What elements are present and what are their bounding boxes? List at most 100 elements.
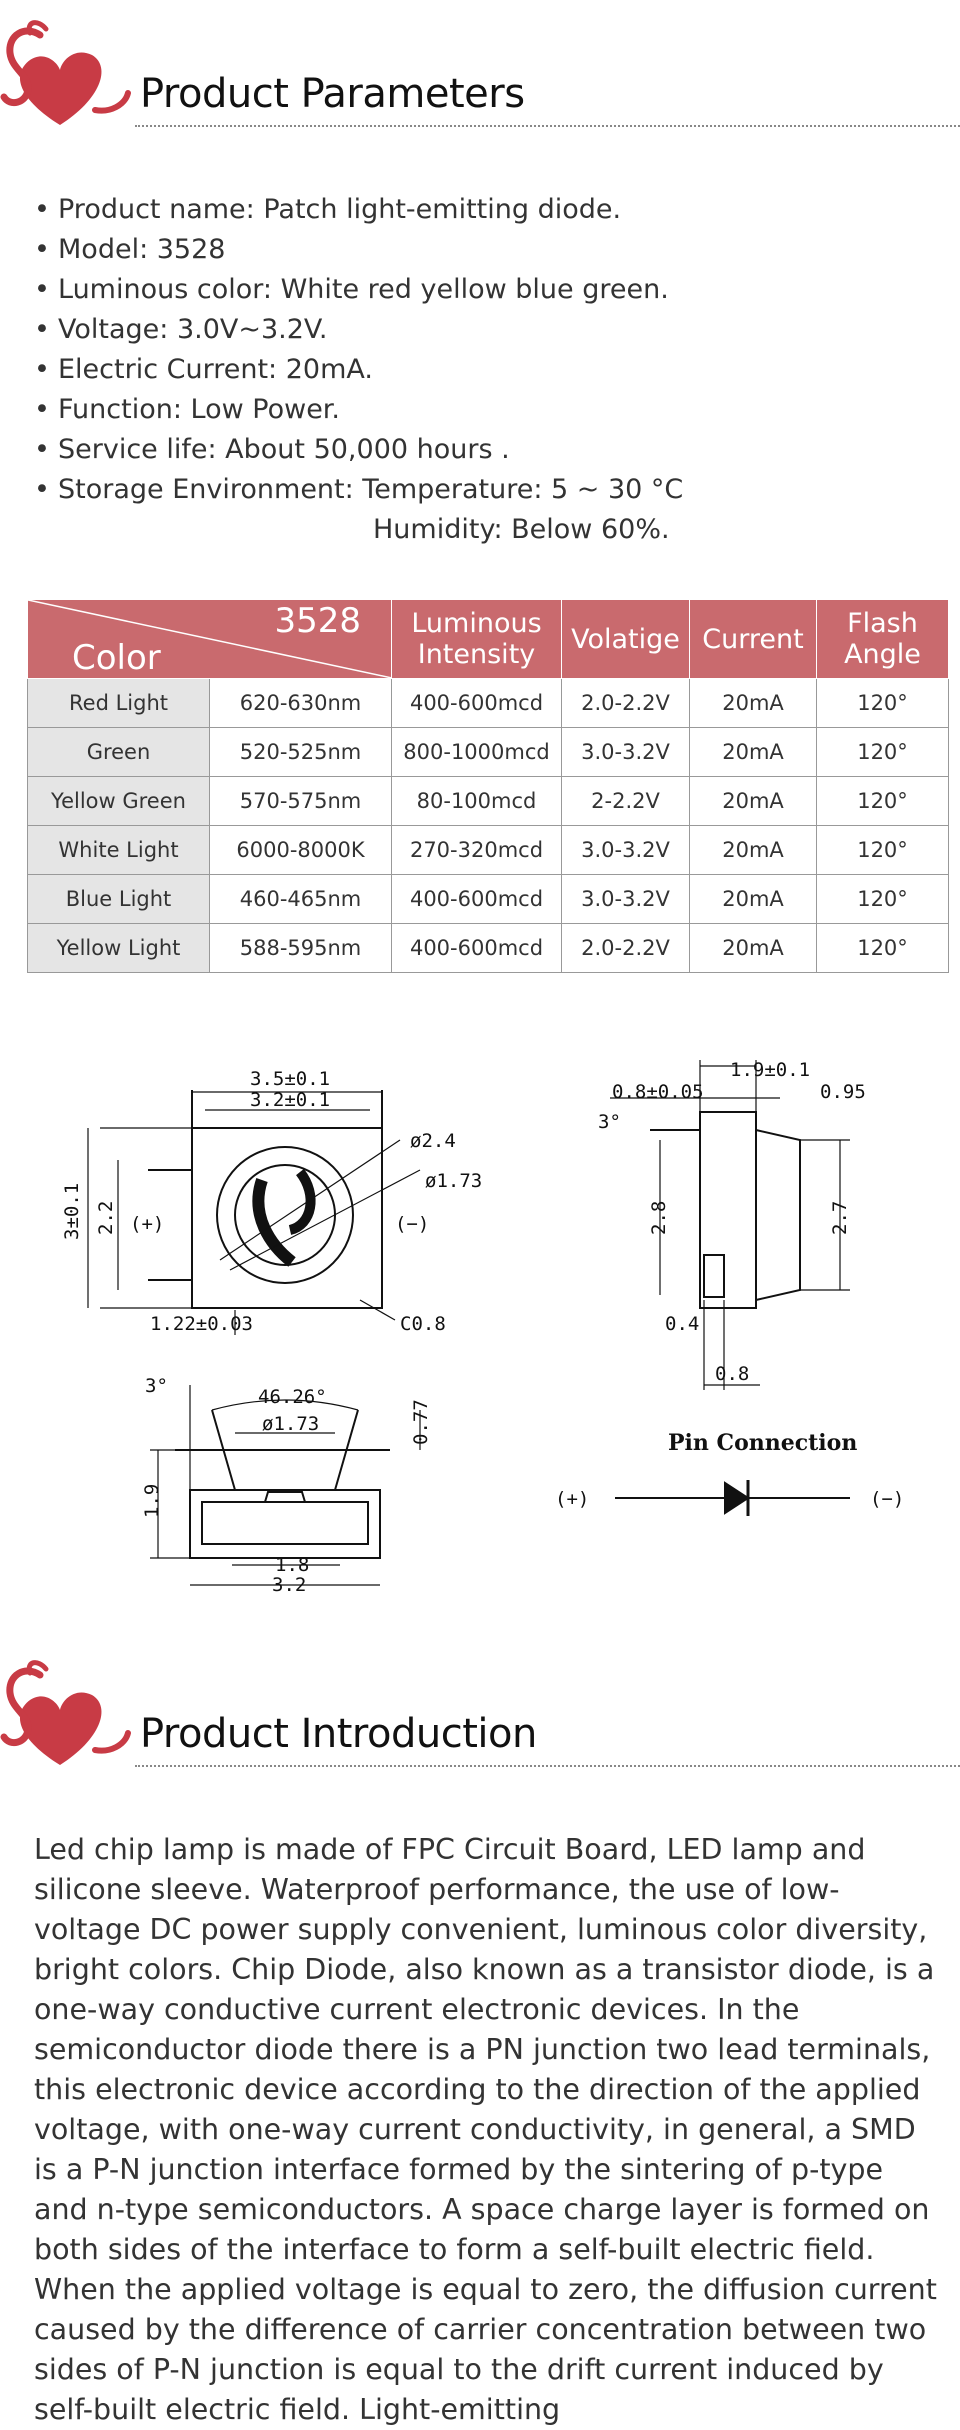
table-cell: 20mA [689, 776, 817, 826]
table-row: Red Light 620-630nm 400-600mcd 2.0-2.2V … [27, 678, 949, 728]
table-cell: 3.0-3.2V [561, 825, 690, 875]
table-row: Yellow Light 588-595nm 400-600mcd 2.0-2.… [27, 923, 949, 973]
table-cell: 80-100mcd [391, 776, 562, 826]
dim-height-outer: 3±0.1 [61, 1183, 83, 1240]
table-cell: 2.0-2.2V [561, 678, 690, 728]
product-introduction-header: Product Introduction [0, 1655, 960, 1775]
dim-lens-h: 0.77 [410, 1399, 432, 1445]
heart-logo-icon [0, 1660, 131, 1765]
table-cell: 20mA [689, 825, 817, 875]
table-cell: 2-2.2V [561, 776, 690, 826]
param-item: •Function: Low Power. [34, 394, 341, 425]
param-item: •Voltage: 3.0V~3.2V. [34, 314, 328, 345]
heart-logo-icon [0, 20, 131, 126]
param-item: •Electric Current: 20mA. [34, 354, 373, 385]
table-cell: 400-600mcd [391, 923, 562, 973]
param-item: •Model: 3528 [34, 234, 226, 265]
dim-angle: 46.26° [258, 1386, 327, 1408]
dim-angle: 3° [598, 1111, 621, 1133]
dim-height-inner: 2.2 [95, 1201, 117, 1235]
table-row: White Light 6000-8000K 270-320mcd 3.0-3.… [27, 825, 949, 875]
header-cell: Volatige [561, 599, 690, 679]
pin-minus-label: (−) [870, 1488, 904, 1510]
section-title: Product Parameters [140, 71, 525, 117]
table-cell: 20mA [689, 678, 817, 728]
spec-table: 3528 Color Luminous Intensity Volatige C… [27, 599, 949, 973]
section-title: Product Introduction [140, 1711, 537, 1757]
table-row: Green 520-525nm 800-1000mcd 3.0-3.2V 20m… [27, 727, 949, 777]
dim-inner-w: 1.8 [275, 1554, 309, 1576]
dim-total: 1.9±0.1 [730, 1059, 810, 1081]
pin-connection-title: Pin Connection [668, 1430, 857, 1456]
table-cell: 120° [816, 776, 949, 826]
table-cell: 588-595nm [209, 923, 392, 973]
table-cell: White Light [27, 825, 210, 875]
param-item: •Service life: About 50,000 hours . [34, 434, 510, 465]
parameter-list: •Product name: Patch light-emitting diod… [34, 190, 683, 550]
header-cell: Flash Angle [816, 599, 949, 679]
pin-plus-label: (+) [555, 1488, 589, 1510]
minus-label: (−) [395, 1213, 429, 1235]
table-row: Blue Light 460-465nm 400-600mcd 3.0-3.2V… [27, 874, 949, 924]
front-view-drawing [150, 1385, 421, 1586]
table-cell: 400-600mcd [391, 678, 562, 728]
side-view-drawing [610, 1060, 850, 1390]
table-cell: 20mA [689, 923, 817, 973]
dim-outer-w: 3.2 [272, 1574, 306, 1596]
table-cell: Yellow Light [27, 923, 210, 973]
introduction-paragraph: Led chip lamp is made of FPC Circuit Boa… [34, 1833, 937, 2426]
table-cell: 120° [816, 678, 949, 728]
table-cell: 620-630nm [209, 678, 392, 728]
dim-height-left: 2.8 [648, 1201, 670, 1235]
table-cell: 520-525nm [209, 727, 392, 777]
table-cell: 3.0-3.2V [561, 874, 690, 924]
param-item-continuation: Humidity: Below 60%. [373, 514, 670, 545]
table-row: Yellow Green 570-575nm 80-100mcd 2-2.2V … [27, 776, 949, 826]
table-cell: 460-465nm [209, 874, 392, 924]
table-cell: 6000-8000K [209, 825, 392, 875]
param-item: •Luminous color: White red yellow blue g… [34, 274, 669, 305]
dim-chamfer: C0.8 [400, 1313, 446, 1335]
table-cell: 20mA [689, 727, 817, 777]
dim-width-inner: 3.2±0.1 [250, 1089, 330, 1111]
dim-width-outer: 3.5±0.1 [250, 1068, 330, 1090]
dim-pad: 1.22±0.03 [150, 1313, 253, 1335]
dimension-drawings: 3.5±0.1 3.2±0.1 ø2.4 ø1.73 3±0.1 2.2 (+)… [61, 1059, 904, 1596]
table-cell: Red Light [27, 678, 210, 728]
table-cell: 120° [816, 874, 949, 924]
table-cell: 2.0-2.2V [561, 923, 690, 973]
dim-right: 0.95 [820, 1081, 866, 1103]
dim-bottom: 0.8 [715, 1363, 749, 1385]
param-item: •Product name: Patch light-emitting diod… [34, 194, 622, 225]
dim-small: 0.4 [665, 1313, 699, 1335]
dim-lead: 0.8±0.05 [612, 1081, 704, 1103]
product-parameters-header: Product Parameters [0, 15, 960, 135]
table-cell: Yellow Green [27, 776, 210, 826]
dim-angle-small: 3° [145, 1375, 168, 1397]
dim-height-right: 2.7 [829, 1201, 851, 1235]
plus-label: (+) [130, 1213, 164, 1235]
color-label: Color [72, 638, 161, 678]
param-item: •Storage Environment: Temperature: 5 ~ 3… [34, 474, 684, 505]
dim-dia-outer: ø2.4 [410, 1130, 456, 1152]
table-cell: 570-575nm [209, 776, 392, 826]
dim-height: 1.9 [141, 1484, 163, 1518]
table-cell: 3.0-3.2V [561, 727, 690, 777]
diode-symbol-icon [615, 1480, 850, 1516]
table-cell: Blue Light [27, 874, 210, 924]
table-cell: 800-1000mcd [391, 727, 562, 777]
table-cell: 120° [816, 825, 949, 875]
top-view-drawing [87, 1090, 421, 1335]
dotted-divider [135, 125, 960, 127]
dim-dia-inner: ø1.73 [425, 1170, 482, 1192]
table-cell: 120° [816, 727, 949, 777]
header-cell: Luminous Intensity [391, 599, 562, 679]
table-cell: 20mA [689, 874, 817, 924]
table-cell: 400-600mcd [391, 874, 562, 924]
diagonal-line [28, 600, 392, 678]
dotted-divider [135, 1765, 960, 1767]
header-cell: Current [689, 599, 817, 679]
corner-header: 3528 Color [27, 599, 392, 679]
dim-lens: ø1.73 [262, 1413, 319, 1435]
table-cell: 270-320mcd [391, 825, 562, 875]
